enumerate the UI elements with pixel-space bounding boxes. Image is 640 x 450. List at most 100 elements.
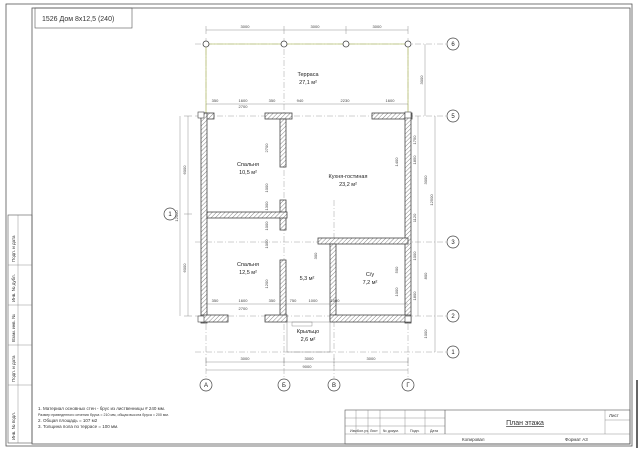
- dim-top-0: 3000: [241, 24, 251, 29]
- dim-left: 6000 6000 12000: [174, 115, 192, 317]
- stamp-title: План этажа: [506, 420, 544, 427]
- stamp-h1: Кол.уч.: [357, 429, 369, 433]
- dim-lower-0: 350: [212, 298, 219, 303]
- dim-interior: 2700 1000 1300 1000 1000 1200 300 500 14…: [264, 143, 399, 297]
- room-porch-area: 2,6 м²: [301, 337, 316, 343]
- dim-int-9: 1000: [394, 287, 399, 297]
- room-bedroom-bottom-area: 12,5 м²: [239, 270, 257, 276]
- dim-bottom: 3000 3000 3000 9000: [205, 356, 409, 371]
- room-kitchen-area: 23,2 м²: [339, 182, 357, 188]
- room-bedroom-bottom-name: Спальня: [237, 262, 259, 268]
- axis-letter-3: Г: [406, 383, 410, 389]
- dim-int-1: 1000: [264, 183, 269, 193]
- stamp-h0: Изм.: [350, 429, 358, 433]
- dim-int-6: 300: [313, 252, 318, 259]
- room-closet-area: 5,3 м²: [300, 276, 315, 282]
- dim-top-1: 3000: [311, 24, 321, 29]
- stamp-format: Формат А3: [565, 437, 588, 442]
- dim-upper-sub: 2700: [239, 104, 249, 109]
- axis-number-2: 3: [451, 240, 455, 246]
- dim-lower-sub: 2700: [239, 306, 249, 311]
- side-label-4: Подп. и дата: [11, 235, 16, 262]
- room-kitchen-name: Кухня-гостиная: [329, 174, 368, 180]
- room-bedroom-top-name: Спальня: [237, 162, 259, 168]
- dim-lower-3: 750: [290, 298, 297, 303]
- axis-number-4: 1: [451, 350, 455, 356]
- walls: [200, 112, 413, 324]
- dim-right-terrace: 3000: [419, 75, 424, 85]
- axis-markers-letters: А Б В Г: [199, 378, 415, 392]
- dim-top: 3000 3000 3000: [205, 24, 409, 34]
- room-bath-area: 7,2 м²: [363, 280, 378, 286]
- title-box: [34, 7, 133, 29]
- dim-upper-0: 350: [212, 98, 219, 103]
- dim-upper-3: 940: [297, 98, 304, 103]
- side-label-3: Инв. № дубл.: [11, 274, 16, 302]
- stamp-sheet-label: Лист: [609, 413, 619, 418]
- dim-upper: 350 1600 350 940 2230 1600 2700: [206, 98, 408, 109]
- porch: [286, 321, 331, 353]
- stamp-h4: Подп.: [410, 429, 420, 433]
- dim-lower-4: 1000: [309, 298, 319, 303]
- side-label-0: Инв. № подл.: [11, 412, 16, 440]
- dim-left-0: 6000: [182, 165, 187, 175]
- stamp-h5: Дата: [430, 429, 438, 433]
- room-bedroom-top-area: 10,5 м²: [239, 170, 257, 176]
- dim-lower: 350 1600 350 750 1000 1000 2700: [206, 298, 408, 311]
- dim-lower-5: 1000: [331, 298, 341, 303]
- wall-posts: [197, 111, 412, 323]
- dim-upper-2: 350: [269, 98, 276, 103]
- axis-left: 1: [168, 212, 172, 218]
- side-stamp: Инв. № подл. Подп. и дата Взам. инв. № И…: [7, 214, 33, 444]
- dim-upper-1: 1600: [239, 98, 249, 103]
- dim-right-inner-2: 3000: [423, 175, 428, 185]
- dim-lower-1: 1600: [239, 298, 249, 303]
- inner-frame: [31, 7, 631, 445]
- dim-right-main: 12500: [429, 194, 434, 206]
- note-1: Размер приведенного сечения бруса = 210 …: [38, 413, 169, 417]
- dim-bottom-2: 3000: [367, 356, 377, 361]
- room-porch-name: Крыльцо: [297, 329, 319, 335]
- dim-upper-4: 2230: [341, 98, 351, 103]
- axis-letter-0: А: [204, 383, 208, 389]
- dim-right-inner-4: 1000: [412, 251, 417, 261]
- dim-right-inner-3: 1120: [412, 213, 417, 222]
- room-terrace-area: 27,1 м²: [299, 80, 317, 86]
- note-2: 2. Общая площадь = 107 м2: [38, 418, 98, 423]
- dim-right-inner-0: 1750: [412, 135, 417, 145]
- dim-int-8: 1400: [394, 157, 399, 167]
- dim-right: 3000 12500 1750 1850 3000 1120 1000 800 …: [412, 44, 436, 352]
- note-3: 3. Толщина пола по террасе = 100 мм.: [38, 424, 118, 429]
- axis-letter-2: В: [332, 383, 336, 389]
- stamp-h3: № докум.: [383, 429, 399, 433]
- axis-number-1: 5: [451, 114, 455, 120]
- dim-right-bottom: 1000: [423, 329, 428, 339]
- dim-int-0: 2700: [264, 143, 269, 153]
- axis-number-0: 6: [451, 42, 455, 48]
- axis-markers-numbers: 6 5 3 2 1 1: [163, 37, 460, 359]
- notes: 1. Материал основных стен - брус из лист…: [38, 406, 169, 429]
- side-label-1: Подп. и дата: [11, 355, 16, 382]
- axis-number-3: 2: [451, 314, 455, 320]
- dim-right-inner-1: 1850: [412, 155, 417, 165]
- dim-int-7: 500: [394, 266, 399, 273]
- note-0: 1. Материал основных стен - брус из лист…: [38, 406, 165, 411]
- stamp-copied: Копировал: [462, 437, 485, 442]
- stamp-h2: Лист: [370, 429, 378, 433]
- dim-top-2: 3000: [373, 24, 383, 29]
- dim-int-2: 1300: [264, 201, 269, 211]
- dim-left-total: 12000: [174, 210, 179, 222]
- dim-right-inner-6: 1800: [412, 291, 417, 301]
- axis-letter-1: Б: [282, 383, 286, 389]
- stamp: Изм. Кол.уч. Лист № докум. Подп. Дата Пл…: [344, 409, 631, 445]
- dim-int-4: 1000: [264, 239, 269, 249]
- terrace-columns: [202, 40, 412, 48]
- side-label-2: Взам. инв. №: [11, 314, 16, 342]
- dim-left-1: 6000: [182, 263, 187, 273]
- dim-lower-2: 350: [269, 298, 276, 303]
- room-bath-name: С/у: [366, 272, 375, 278]
- dim-int-5: 1200: [264, 279, 269, 289]
- outer-frame: [5, 3, 633, 447]
- dim-bottom-total: 9000: [303, 364, 313, 369]
